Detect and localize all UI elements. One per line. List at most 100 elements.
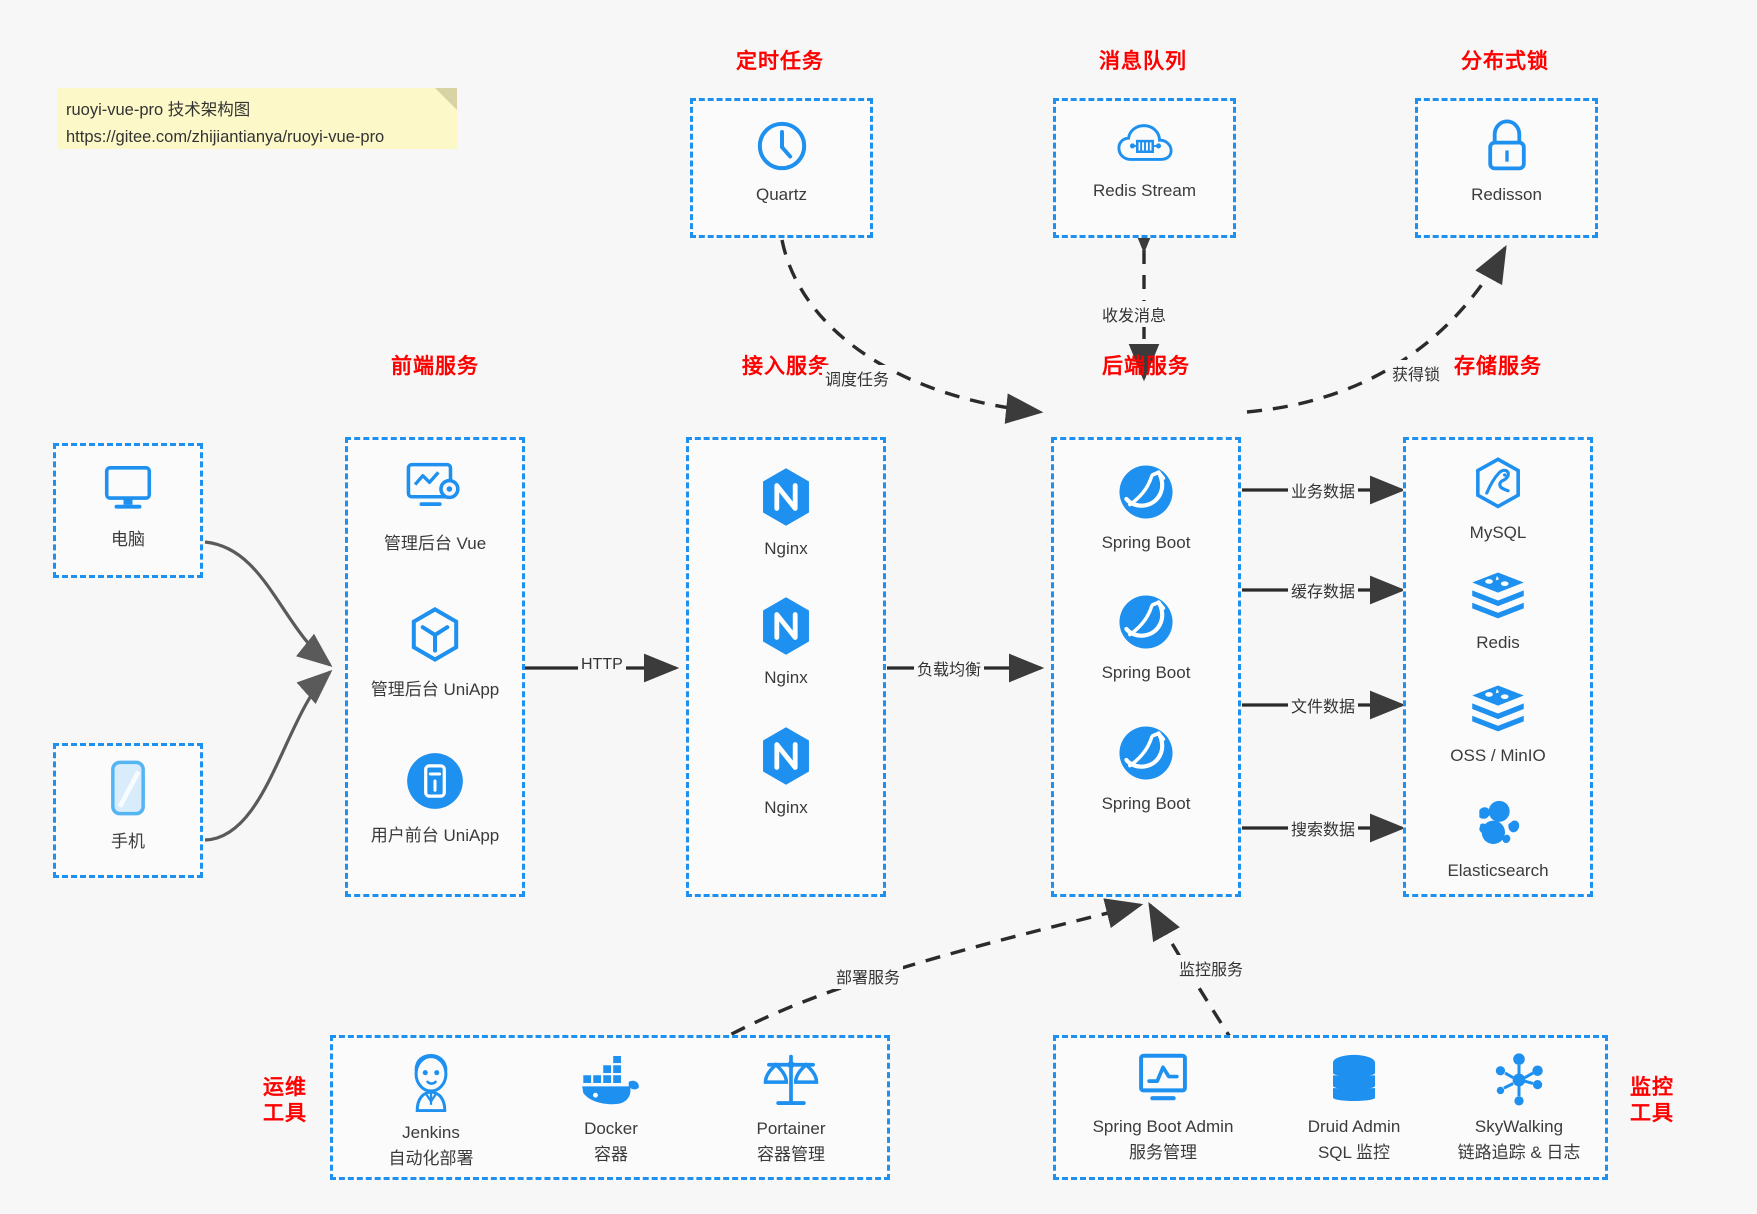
mobile-app-icon (348, 752, 522, 815)
cube-icon (348, 606, 522, 669)
note-line-2: https://gitee.com/zhijiantianya/ruoyi-vu… (66, 128, 385, 146)
node-label: 电脑 (111, 530, 145, 549)
cloud-stream-icon (1056, 118, 1233, 175)
dashboard-gear-icon (348, 460, 522, 523)
node-label: 手机 (111, 832, 145, 851)
lock-icon (1418, 118, 1595, 179)
node-mysql[interactable]: MySQL (1406, 456, 1590, 543)
spring-icon (1054, 462, 1238, 527)
group-title-monitor: 监控 工具 (1622, 1075, 1682, 1127)
node-label: SkyWalking (1474, 1117, 1564, 1136)
group-title-storage: 存储服务 (1454, 355, 1542, 378)
node-nginx-3[interactable]: Nginx (689, 725, 883, 818)
node-docker[interactable]: Docker 容器 (531, 1055, 691, 1165)
group-frontend: 管理后台 Vue 管理后台 UniApp 用户前台 UniApp (345, 437, 525, 897)
node-label: Jenkins (402, 1123, 460, 1142)
group-lock: Redisson (1415, 98, 1598, 238)
node-portainer[interactable]: Portainer 容器管理 (711, 1052, 871, 1165)
group-title-lock: 分布式锁 (1461, 50, 1549, 73)
node-spring-boot-admin[interactable]: Spring Boot Admin 服务管理 (1068, 1052, 1258, 1163)
node-label: Elasticsearch (1447, 861, 1549, 880)
group-title-mq: 消息队列 (1099, 50, 1187, 73)
node-quartz[interactable]: Quartz (693, 118, 870, 205)
node-springboot-2[interactable]: Spring Boot (1054, 592, 1238, 683)
nginx-icon (689, 725, 883, 792)
desktop-icon (56, 462, 200, 519)
node-skywalking[interactable]: SkyWalking 链路追踪 & 日志 (1434, 1052, 1604, 1163)
group-title-devops-line1: 运维 (263, 1076, 307, 1099)
edge-label-monitor-service: 监控服务 (1176, 955, 1247, 981)
node-label: OSS / MinIO (1450, 746, 1546, 765)
group-monitor: Spring Boot Admin 服务管理 Druid Admin SQL 监… (1053, 1035, 1608, 1180)
node-pc[interactable]: 电脑 (56, 462, 200, 550)
node-label: Redis Stream (1093, 181, 1196, 200)
node-admin-uniapp[interactable]: 管理后台 UniApp (348, 606, 522, 700)
phone-icon (56, 760, 200, 821)
node-label: Spring Boot Admin (1092, 1117, 1234, 1136)
edge-label-deploy-service: 部署服务 (833, 963, 904, 989)
edge-label-message: 收发消息 (1099, 301, 1170, 327)
node-user-uniapp[interactable]: 用户前台 UniApp (348, 752, 522, 846)
redis-icon (1406, 570, 1590, 627)
node-label: 管理后台 UniApp (370, 680, 500, 699)
edge-label-file-data: 文件数据 (1288, 692, 1359, 718)
node-oss-minio[interactable]: OSS / MinIO (1406, 683, 1590, 766)
group-title-monitor-line2: 工具 (1630, 1102, 1674, 1125)
node-label: Quartz (755, 185, 808, 204)
docker-icon (580, 1055, 642, 1114)
node-label: Portainer (756, 1119, 826, 1138)
skywalking-icon (1490, 1053, 1548, 1112)
node-elasticsearch[interactable]: Elasticsearch (1406, 796, 1590, 881)
group-scheduler: Quartz (690, 98, 873, 238)
node-nginx-2[interactable]: Nginx (689, 595, 883, 688)
node-sublabel: 自动化部署 (388, 1149, 474, 1168)
node-sublabel: SQL 监控 (1317, 1143, 1391, 1162)
edge-label-business-data: 业务数据 (1288, 477, 1359, 503)
group-storage: MySQL Redis (1403, 437, 1593, 897)
node-label: Nginx (764, 798, 808, 817)
node-redis[interactable]: Redis (1406, 570, 1590, 653)
node-mobile[interactable]: 手机 (56, 760, 200, 852)
elasticsearch-icon (1406, 796, 1590, 855)
node-admin-vue[interactable]: 管理后台 Vue (348, 460, 522, 554)
note-fold-corner (435, 88, 457, 110)
group-title-devops: 运维 工具 (255, 1075, 315, 1127)
node-druid-admin[interactable]: Druid Admin SQL 监控 (1274, 1052, 1434, 1163)
edge-label-cache-data: 缓存数据 (1288, 577, 1359, 603)
group-backend: Spring Boot Spring Boot (1051, 437, 1241, 897)
node-label: 用户前台 UniApp (370, 826, 500, 845)
scales-icon (762, 1054, 820, 1114)
group-title-monitor-line1: 监控 (1630, 1076, 1674, 1099)
node-sublabel: 链路追踪 & 日志 (1457, 1143, 1581, 1162)
oss-icon (1406, 683, 1590, 740)
node-springboot-1[interactable]: Spring Boot (1054, 462, 1238, 553)
node-label: Docker (584, 1119, 638, 1138)
node-label: Spring Boot (1101, 663, 1191, 682)
nginx-icon (689, 595, 883, 662)
spring-icon (1054, 592, 1238, 657)
node-redis-stream[interactable]: Redis Stream (1056, 118, 1233, 201)
group-gateway: Nginx Nginx Nginx (686, 437, 886, 897)
node-springboot-3[interactable]: Spring Boot (1054, 723, 1238, 814)
node-jenkins[interactable]: Jenkins 自动化部署 (351, 1052, 511, 1169)
node-sublabel: 容器管理 (757, 1145, 825, 1164)
node-nginx-1[interactable]: Nginx (689, 466, 883, 559)
node-label: 管理后台 Vue (383, 534, 487, 553)
node-redisson[interactable]: Redisson (1418, 118, 1595, 205)
edge-label-http: HTTP (578, 655, 626, 675)
group-title-frontend: 前端服务 (391, 355, 479, 378)
nginx-icon (689, 466, 883, 533)
jenkins-icon (402, 1053, 460, 1118)
group-title-scheduler: 定时任务 (736, 50, 824, 73)
node-label: Nginx (764, 539, 808, 558)
node-sublabel: 容器 (594, 1145, 628, 1164)
database-icon (1326, 1054, 1382, 1112)
monitor-chart-icon (1133, 1053, 1193, 1112)
note-line-1: ruoyi-vue-pro 技术架构图 (66, 101, 251, 119)
group-client-pc: 电脑 (53, 443, 203, 578)
group-title-devops-line2: 工具 (263, 1102, 307, 1125)
node-label: Druid Admin (1307, 1117, 1401, 1136)
node-label: Redisson (1471, 185, 1542, 204)
clock-icon (693, 118, 870, 179)
node-label: Redis (1476, 633, 1520, 652)
